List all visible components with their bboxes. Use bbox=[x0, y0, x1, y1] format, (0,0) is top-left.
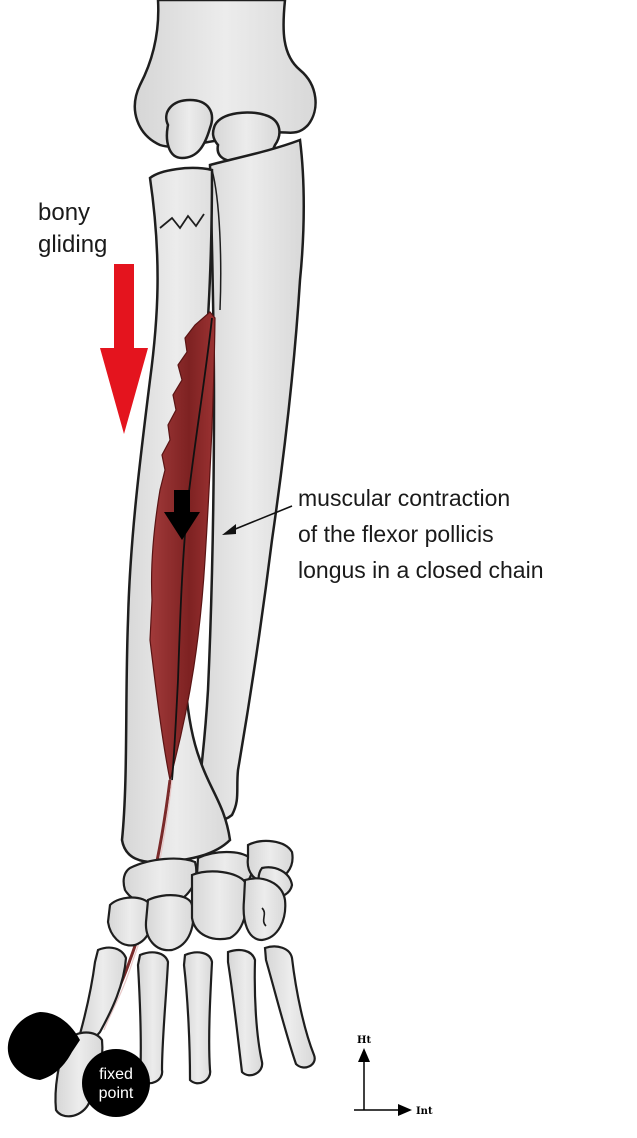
vertical-axis-label: Ht bbox=[357, 1035, 371, 1046]
bony-gliding-label-line2: gliding bbox=[38, 231, 107, 258]
fixed-point-label-line1: fixed bbox=[99, 1066, 133, 1083]
orientation-axes: Ht Int bbox=[354, 1035, 433, 1117]
horizontal-axis-arrowhead bbox=[398, 1104, 412, 1116]
bony-gliding-arrow bbox=[100, 264, 148, 434]
muscle-label-line3: longus in a closed chain bbox=[298, 557, 544, 583]
muscle-label-line1: muscular contraction bbox=[298, 485, 510, 511]
radial-head bbox=[166, 100, 212, 158]
muscle-label-line2: of the flexor pollicis bbox=[298, 521, 494, 547]
bony-gliding-label-line1: bony bbox=[38, 199, 90, 226]
fixed-point-label-line2: point bbox=[99, 1085, 134, 1102]
fixed-point-marker bbox=[82, 1049, 150, 1117]
vertical-axis-arrowhead bbox=[358, 1048, 370, 1062]
horizontal-axis-label: Int bbox=[416, 1106, 433, 1117]
